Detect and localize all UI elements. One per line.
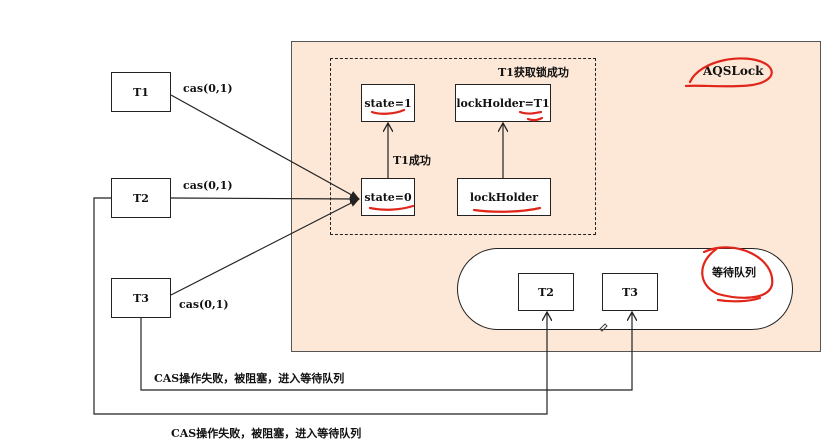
queue-item-t2: T2 bbox=[518, 273, 574, 311]
cas-label-t1: cas(0,1) bbox=[183, 82, 233, 95]
state-1-node: state=1 bbox=[361, 84, 415, 122]
aqs-lock-circle-mark bbox=[684, 57, 773, 88]
thread-t1: T1 bbox=[111, 72, 171, 112]
t2-cas-arrow bbox=[170, 194, 360, 203]
lock-holder-t1-node: lockHolder=T1 bbox=[455, 84, 551, 122]
state-edge-label: T1成功 bbox=[393, 154, 431, 167]
fail-note-t2: CAS操作失败，被阻塞，进入等待队列 bbox=[171, 427, 362, 440]
t1-success-group bbox=[330, 58, 596, 235]
t3-fail-path bbox=[140, 313, 632, 391]
group-title: T1获取锁成功 bbox=[498, 66, 569, 79]
waiting-queue-circle-mark bbox=[701, 246, 774, 299]
red-annotations bbox=[368, 57, 774, 303]
lock-holder-underline bbox=[472, 206, 542, 213]
cas-label-t3: cas(0,1) bbox=[179, 298, 229, 311]
aqs-lock-title: AQSLock bbox=[703, 64, 764, 78]
state-1-underline bbox=[370, 108, 406, 115]
thread-t3: T3 bbox=[111, 278, 171, 318]
state-0-underline bbox=[368, 204, 415, 211]
t3-cas-arrow bbox=[170, 198, 360, 296]
queue-item-t3: T3 bbox=[602, 273, 658, 311]
lock-holder-t1-underline bbox=[518, 110, 543, 115]
lock-holder-node: lockHolder bbox=[457, 178, 551, 216]
thread-t2: T2 bbox=[111, 178, 171, 218]
lock-holder-t1-underline-2 bbox=[526, 116, 544, 122]
fail-note-t3: CAS操作失败，被阻塞，进入等待队列 bbox=[154, 372, 345, 385]
t1-cas-arrow bbox=[170, 94, 360, 200]
pencil-cursor bbox=[599, 323, 608, 332]
cas-label-t2: cas(0,1) bbox=[183, 179, 233, 192]
t2-fail-path bbox=[93, 197, 547, 415]
waiting-queue-underline bbox=[716, 296, 762, 303]
waiting-queue-title: 等待队列 bbox=[712, 266, 756, 279]
